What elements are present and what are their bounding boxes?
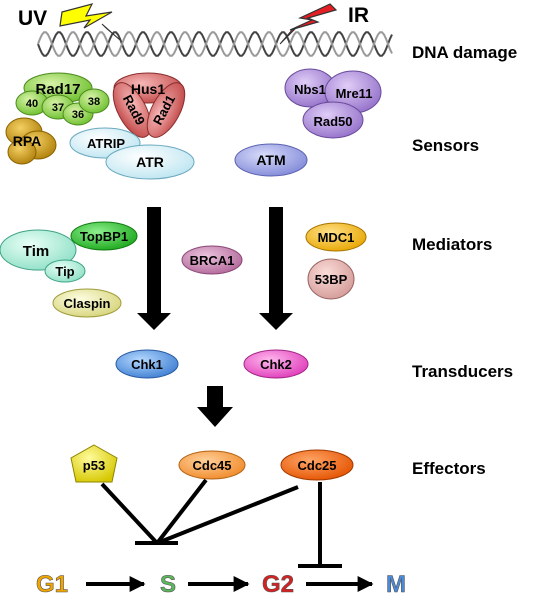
nbs1-label: Nbs1 <box>294 82 326 97</box>
rfc38-shape <box>78 88 110 114</box>
uv-bolt-icon <box>59 3 121 41</box>
phase-m-label: M <box>386 571 406 598</box>
rpa-complex: RPA <box>5 117 57 165</box>
atm-label: ATM <box>256 152 285 168</box>
cdc25-inhibits-s-line <box>159 485 299 544</box>
claspin-node: Claspin <box>52 288 122 318</box>
brca1-label: BRCA1 <box>190 253 235 268</box>
brca1-node: BRCA1 <box>181 245 243 275</box>
transducer-to-effector-arrow <box>197 386 233 427</box>
hus1-label: Hus1 <box>131 81 165 97</box>
cdc45-node: Cdc45 <box>178 450 246 480</box>
chk1-label: Chk1 <box>131 357 163 372</box>
mdc1-node: MDC1 <box>305 222 367 252</box>
53bp-label: 53BP <box>315 272 348 287</box>
tip-shape <box>44 259 86 283</box>
tip-label: Tip <box>55 264 74 279</box>
rad1-shape <box>146 82 186 138</box>
tim-shape <box>0 229 77 271</box>
rad50-label: Rad50 <box>313 114 352 129</box>
atr-atrip-complex: ATRIP ATR <box>69 127 195 180</box>
topbp1-label: TopBP1 <box>80 229 128 244</box>
ir-bolt-icon <box>279 3 338 45</box>
phase-s-label: S <box>160 571 176 598</box>
uv-label: UV <box>18 7 47 30</box>
rfc40-label: 40 <box>26 98 38 110</box>
claspin-label: Claspin <box>64 296 111 311</box>
dna-strand-b <box>37 31 393 57</box>
stage-label-sensors: Sensors <box>412 136 479 155</box>
p53-label: p53 <box>83 458 105 473</box>
stage-label-mediators: Mediators <box>412 235 492 254</box>
stage-label-transducers: Transducers <box>412 362 513 381</box>
dna-helix <box>37 31 393 57</box>
chk2-node: Chk2 <box>243 349 309 379</box>
cdc25-node: Cdc25 <box>280 449 354 481</box>
rfc38-label: 38 <box>88 96 100 108</box>
atm-to-chk2-arrow <box>259 207 293 330</box>
mrn-complex: Nbs1 Mre11 Rad50 <box>284 68 382 139</box>
dna-strand-a <box>37 31 393 57</box>
tim-label: Tim <box>23 243 49 260</box>
topbp1-node: TopBP1 <box>70 221 138 251</box>
rfc37-label: 37 <box>52 102 64 114</box>
chk1-node: Chk1 <box>115 349 179 379</box>
cdc45-inhibits-s-line <box>156 478 208 544</box>
53bp-node: 53BP <box>307 258 355 300</box>
ir-label: IR <box>348 4 369 27</box>
phase-g2-label: G2 <box>262 571 294 598</box>
rad50-shape <box>302 101 364 139</box>
stage-label-effectors: Effectors <box>412 459 486 478</box>
rad17-rfc-complex: Rad17 40 37 36 38 <box>15 72 110 126</box>
chk2-label: Chk2 <box>260 357 292 372</box>
cdc45-label: Cdc45 <box>192 458 231 473</box>
stage-label-dna-damage: DNA damage <box>412 43 517 62</box>
rfc36-label: 36 <box>72 109 84 121</box>
p53-inhibits-s-line <box>100 482 158 544</box>
atr-label: ATR <box>136 154 164 170</box>
atrip-label: ATRIP <box>87 136 125 151</box>
phase-g1-label: G1 <box>36 571 68 598</box>
atr-to-chk1-arrow <box>137 207 171 330</box>
mre11-label: Mre11 <box>336 86 373 101</box>
clamp-9-1-1: Hus1 Rad9 Rad1 <box>112 72 186 138</box>
sensor-to-transducer-arrows <box>137 207 293 330</box>
p53-node: p53 <box>70 444 118 483</box>
rad9-shape <box>112 82 152 138</box>
atr-shape <box>105 144 195 180</box>
mdc1-label: MDC1 <box>318 230 355 245</box>
cell-cycle-row: G1 S G2 M <box>36 571 407 599</box>
atm-node: ATM <box>234 143 308 177</box>
rad17-label: Rad17 <box>35 81 80 98</box>
cdc25-label: Cdc25 <box>297 458 336 473</box>
rpa-label: RPA <box>13 133 42 149</box>
tim-tip-complex: Tim Tip <box>0 229 86 283</box>
inhibition-lines <box>100 478 342 568</box>
